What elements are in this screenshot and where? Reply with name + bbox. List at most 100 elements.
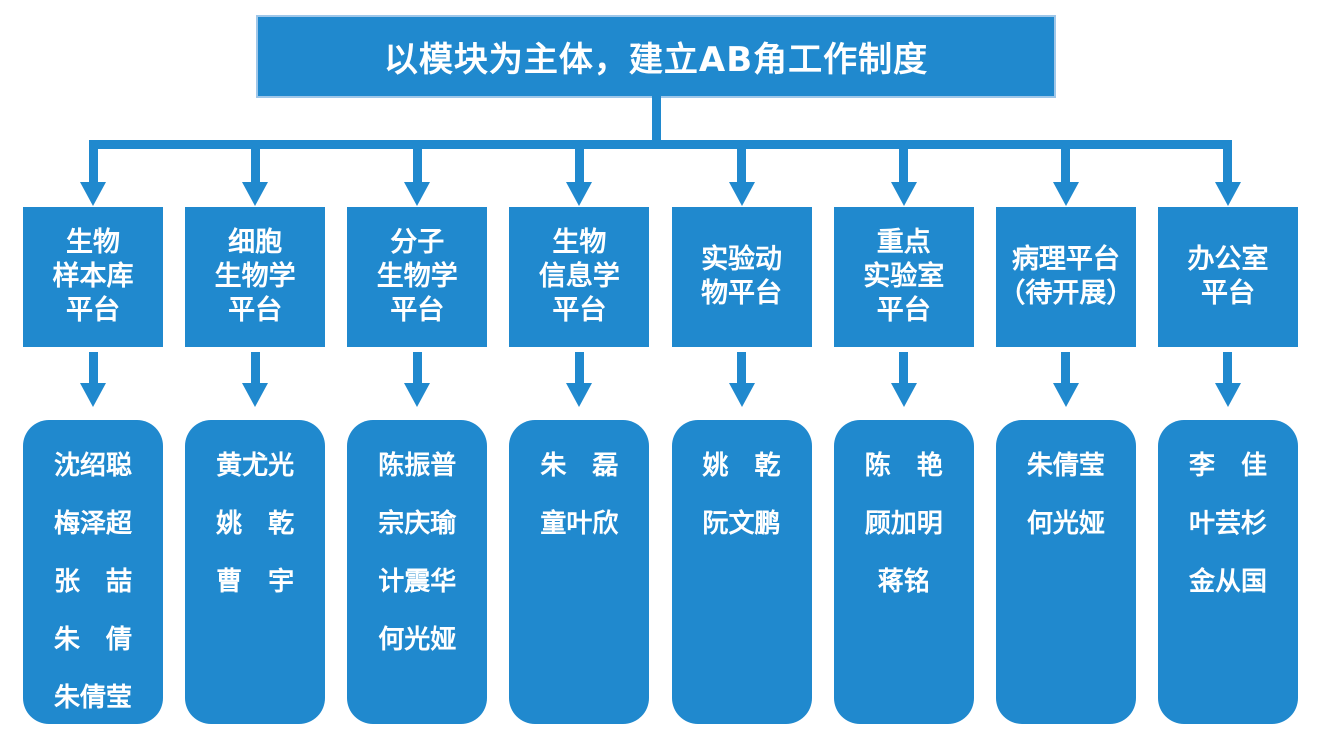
platform-label-line: 信息学: [538, 260, 620, 292]
arrow-shaft: [88, 352, 98, 383]
arrow-head: [80, 182, 106, 206]
down-arrow-icon: [728, 347, 755, 420]
org-column: 生物信息学平台朱 磊童叶欣: [509, 146, 650, 724]
down-arrow-icon: [1052, 146, 1079, 207]
members-box: 沈绍聪梅泽超张 喆朱 倩朱倩莹: [23, 420, 163, 724]
arrow-shaft: [899, 352, 909, 383]
member-name: 陈 艳: [864, 450, 943, 481]
members-box: 黄尤光姚 乾曹 宇: [185, 420, 326, 724]
arrow-shaft: [1223, 146, 1233, 182]
platform-box: 办公室平台: [1157, 207, 1298, 347]
members-box: 李 佳叶芸杉金从国: [1157, 420, 1298, 724]
arrow-head: [1214, 182, 1241, 206]
arrow-head: [242, 383, 269, 407]
members-box: 陈 艳顾加明蒋铭: [833, 420, 974, 724]
member-name: 何光娅: [378, 624, 457, 655]
arrow-head: [1052, 383, 1079, 407]
chart-title-box: 以模块为主体，建立AB角工作制度: [256, 15, 1056, 98]
down-arrow-icon: [1052, 347, 1079, 420]
org-column: 实验动物平台姚 乾阮文鹏: [671, 146, 812, 724]
member-name: 金从国: [1188, 566, 1267, 597]
member-name: 朱 倩: [53, 624, 132, 655]
arrow-head: [1214, 383, 1241, 407]
platform-label-line: （待开展）: [998, 278, 1134, 309]
arrow-head: [728, 383, 755, 407]
members-box: 朱倩莹何光娅: [995, 420, 1136, 724]
member-name: 姚 乾: [216, 508, 295, 539]
down-arrow-icon: [404, 146, 431, 207]
platform-label-line: 生物学: [376, 260, 458, 292]
member-name: 张 喆: [53, 566, 132, 597]
platform-label-line: 生物学: [214, 260, 296, 292]
platform-label-line: 平台: [1200, 278, 1255, 309]
down-arrow-icon: [566, 146, 593, 207]
platform-label-line: 生物: [552, 226, 607, 258]
down-arrow-icon: [80, 146, 106, 207]
member-name: 梅泽超: [53, 508, 132, 539]
platform-label-line: 病理平台: [1011, 243, 1120, 275]
arrow-shaft: [574, 352, 584, 383]
arrow-head: [404, 383, 431, 407]
platform-label-line: 平台: [390, 295, 445, 327]
platform-label-line: 物平台: [701, 278, 783, 309]
platform-label-line: 平台: [552, 295, 607, 327]
members-box: 姚 乾阮文鹏: [671, 420, 812, 724]
down-arrow-icon: [242, 146, 269, 207]
platform-box: 重点实验室平台: [833, 207, 974, 347]
platform-label-line: 重点: [876, 226, 931, 258]
platform-label-line: 分子: [390, 226, 445, 258]
arrow-head: [1052, 182, 1079, 206]
down-arrow-icon: [80, 347, 106, 420]
arrow-shaft: [250, 146, 260, 182]
org-column: 重点实验室平台陈 艳顾加明蒋铭: [833, 146, 974, 724]
down-arrow-icon: [1214, 146, 1241, 207]
down-arrow-icon: [1214, 347, 1241, 420]
platform-box: 实验动物平台: [671, 207, 812, 347]
columns: 生物样本库平台沈绍聪梅泽超张 喆朱 倩朱倩莹细胞生物学平台黄尤光姚 乾曹 宇分子…: [23, 146, 1298, 724]
platform-label-line: 细胞: [228, 226, 283, 258]
arrow-shaft: [88, 146, 98, 182]
down-arrow-icon: [566, 347, 593, 420]
arrow-shaft: [737, 352, 747, 383]
platform-label-line: 平台: [66, 295, 120, 327]
platform-label-line: 平台: [876, 295, 931, 327]
arrow-shaft: [1061, 352, 1071, 383]
down-arrow-icon: [728, 146, 755, 207]
platform-box: 细胞生物学平台: [185, 207, 326, 347]
platform-label-line: 办公室: [1187, 243, 1269, 275]
member-name: 姚 乾: [702, 450, 781, 481]
platform-label-line: 生物: [66, 226, 120, 258]
member-name: 朱倩莹: [1026, 450, 1105, 481]
member-name: 朱 磊: [540, 450, 619, 481]
arrow-head: [728, 182, 755, 206]
platform-label-line: 样本库: [52, 260, 134, 292]
member-name: 曹 宇: [216, 566, 295, 597]
member-name: 计震华: [378, 566, 457, 597]
arrow-head: [404, 182, 431, 206]
platform-box: 生物样本库平台: [23, 207, 163, 347]
platform-box: 分子生物学平台: [347, 207, 488, 347]
platform-box: 生物信息学平台: [509, 207, 650, 347]
arrow-head: [566, 182, 593, 206]
arrow-head: [80, 383, 106, 407]
arrow-shaft: [737, 146, 747, 182]
org-column: 细胞生物学平台黄尤光姚 乾曹 宇: [185, 146, 326, 724]
members-box: 陈振普宗庆瑜计震华何光娅: [347, 420, 488, 724]
connector-bus: [89, 140, 1232, 149]
member-name: 叶芸杉: [1188, 508, 1267, 539]
member-name: 陈振普: [378, 450, 457, 481]
arrow-shaft: [412, 352, 422, 383]
arrow-head: [890, 182, 917, 206]
down-arrow-icon: [890, 347, 917, 420]
arrow-shaft: [250, 352, 260, 383]
arrow-shaft: [1061, 146, 1071, 182]
platform-label-line: 平台: [228, 295, 283, 327]
arrow-head: [242, 182, 269, 206]
chart-title: 以模块为主体，建立AB角工作制度: [383, 40, 929, 80]
arrow-shaft: [899, 146, 909, 182]
org-column: 分子生物学平台陈振普宗庆瑜计震华何光娅: [347, 146, 488, 724]
member-name: 阮文鹏: [702, 508, 781, 539]
platform-label-line: 实验动: [701, 243, 783, 275]
member-name: 朱倩莹: [53, 682, 132, 713]
member-name: 黄尤光: [216, 450, 295, 481]
